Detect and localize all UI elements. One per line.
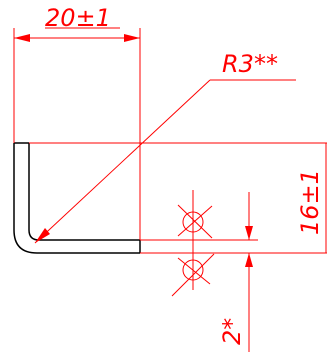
thickness-dimension: 2* <box>140 192 258 352</box>
symbol-slash-lower-2 <box>177 257 211 285</box>
width-arrow-right <box>124 34 140 42</box>
width-label: 20±1 <box>45 4 111 32</box>
part-inner-contour <box>28 143 140 241</box>
radius-label: R3** <box>222 50 278 78</box>
part-outer-contour <box>13 143 140 254</box>
radius-leader-diagonal <box>34 79 211 244</box>
width-dimension: 20±1 <box>13 4 141 240</box>
symbol-circle-lower <box>182 259 204 281</box>
measurement-symbol <box>171 190 215 297</box>
height-label: 16±1 <box>296 169 324 235</box>
symbol-circle-upper <box>182 211 204 233</box>
radius-dimension: R3** <box>34 50 296 244</box>
thickness-arrow-down <box>245 226 253 240</box>
radius-arrow <box>35 228 50 243</box>
symbol-slash-lower <box>171 253 215 297</box>
width-arrow-left <box>14 34 30 42</box>
thickness-label: 2* <box>218 318 246 345</box>
part-profile <box>13 142 141 254</box>
height-dimension: 16±1 <box>29 142 327 254</box>
symbol-slash-upper-2 <box>177 205 213 237</box>
thickness-arrow-up <box>245 253 253 267</box>
